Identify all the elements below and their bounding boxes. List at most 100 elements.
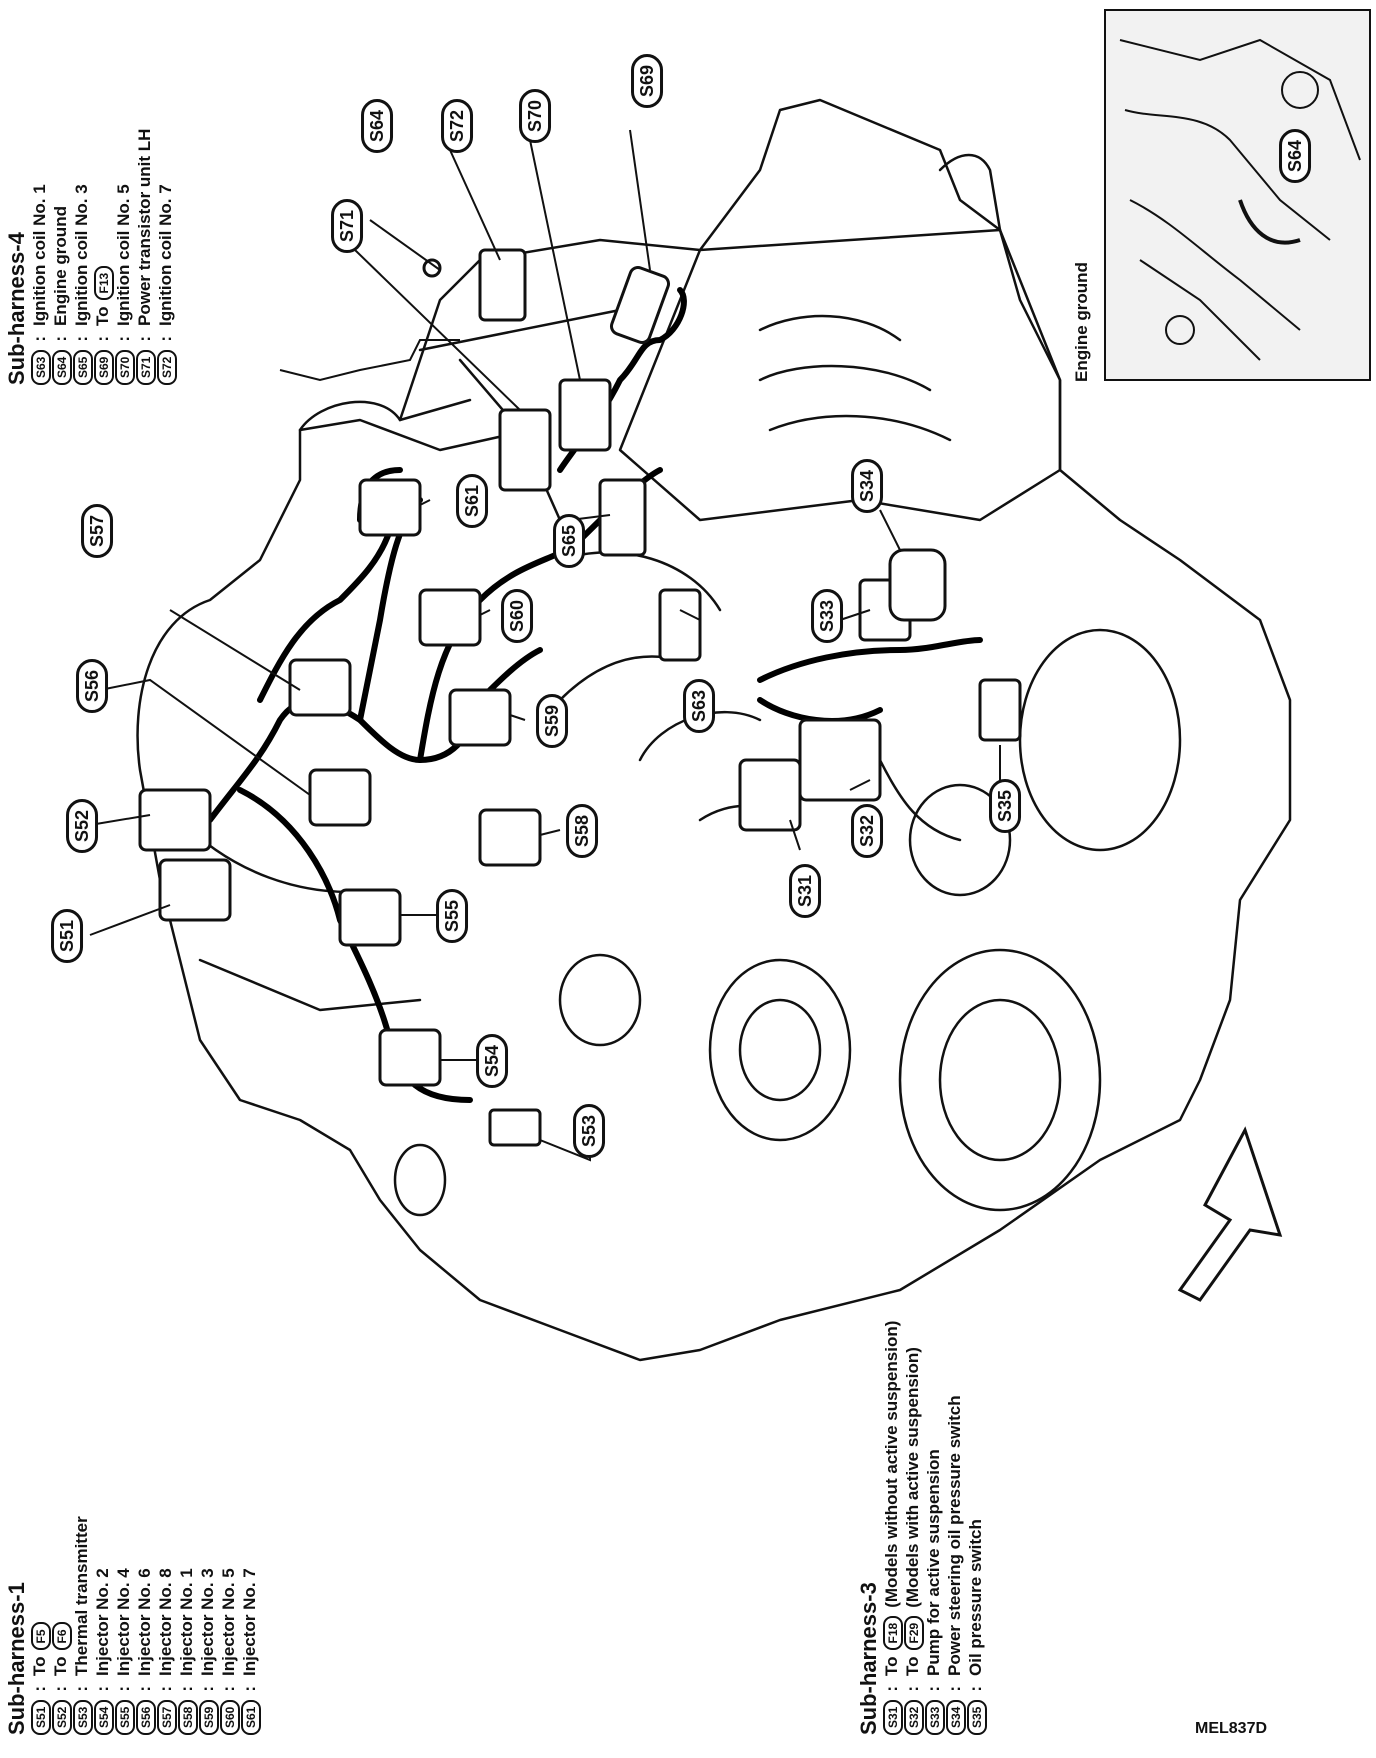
legend-code: S71 (136, 349, 156, 385)
callout-s52: S52 (66, 798, 99, 854)
callout-s53: S53 (573, 1103, 606, 1159)
legend-colon: : (156, 1685, 175, 1692)
connector-s65 (598, 478, 647, 557)
callout-s65: S65 (553, 513, 586, 569)
legend-row: S59:Injector No. 3 (198, 1516, 219, 1735)
legend-code: S65 (73, 349, 93, 385)
legend-code: S31 (883, 1699, 903, 1735)
connector-s69 (609, 266, 671, 344)
callout-s31: S31 (789, 863, 822, 919)
connector-s59 (448, 688, 512, 747)
legend-row: S72:Ignition coil No. 7 (156, 129, 177, 385)
connector-s52 (138, 788, 212, 852)
legend-desc: Engine ground (51, 206, 70, 326)
callout-s33: S33 (811, 588, 844, 644)
connector-s55 (338, 888, 402, 947)
harness-3-trunk (757, 637, 983, 683)
legend-code: S32 (904, 1699, 924, 1735)
legend-ref-code: F5 (31, 1622, 51, 1651)
legend-ref-code: F29 (904, 1615, 924, 1651)
legend-code: S60 (220, 1699, 240, 1735)
legend-colon: : (51, 335, 70, 342)
legend-row: S54:Injector No. 2 (93, 1516, 114, 1735)
legend-code: S69 (94, 349, 114, 385)
legend-colon: : (135, 335, 154, 342)
legend-row: S34: Power steering oil pressure switch (945, 1321, 966, 1735)
legend-row: S35:Oil pressure switch (966, 1321, 987, 1735)
connector-s71 (498, 408, 552, 492)
legend-desc: Injector No. 8 (156, 1568, 175, 1676)
legend-row: S32:ToF29(Models with active suspension) (903, 1321, 924, 1735)
legend-desc: To (93, 306, 112, 326)
legend-colon: : (924, 1685, 943, 1692)
legend-code: S56 (136, 1699, 156, 1735)
legend-desc: Injector No. 6 (135, 1568, 154, 1676)
legend-colon: : (945, 1685, 964, 1692)
connector-s63 (658, 588, 702, 662)
inset-label: Engine ground (1072, 262, 1091, 382)
callout-s69: S69 (631, 53, 664, 109)
legend-row: S51:ToF5 (30, 1516, 51, 1735)
legend-row: S58:Injector No. 1 (177, 1516, 198, 1735)
legend-desc: Thermal transmitter (72, 1516, 91, 1676)
legend-code: S34 (946, 1699, 966, 1735)
connector-s61 (358, 478, 422, 537)
legend-desc: Injector No. 4 (114, 1568, 133, 1676)
connector-s58 (478, 808, 542, 867)
legend-colon: : (51, 1685, 70, 1692)
legend-desc: Oil pressure switch (966, 1519, 985, 1676)
legend-code: S64 (52, 349, 72, 385)
legend-colon: : (114, 335, 133, 342)
legend-desc: To (30, 1656, 49, 1676)
legend-title: Sub-harness-1 (4, 1582, 29, 1735)
legend-row: S33:Pump for active suspension (924, 1321, 945, 1735)
legend-row: S31:ToF18(Models without active suspensi… (882, 1321, 903, 1735)
callout-s55: S55 (436, 888, 469, 944)
legend-desc: Power steering oil pressure switch (945, 1395, 964, 1676)
connector-s53 (488, 1108, 542, 1147)
callout-s51: S51 (51, 908, 84, 964)
inset-photo (1104, 9, 1371, 381)
connector-s56 (308, 768, 372, 827)
callout-s32: S32 (851, 803, 884, 859)
legend-code: S35 (967, 1699, 987, 1735)
legend-desc: (Models without active suspension) (882, 1320, 901, 1608)
legend-colon: : (240, 1685, 259, 1692)
legend-colon: : (156, 335, 175, 342)
connector-s60 (418, 588, 482, 647)
callout-s54: S54 (476, 1033, 509, 1089)
connector-s31 (738, 758, 802, 832)
callout-s35: S35 (989, 778, 1022, 834)
legend-code: S52 (52, 1699, 72, 1735)
legend-desc: (Models with active suspension) (903, 1347, 922, 1608)
legend-colon: : (198, 1685, 217, 1692)
legend-code: S53 (73, 1699, 93, 1735)
legend-ref-code: F13 (94, 265, 114, 301)
legend-title: Sub-harness-4 (4, 232, 29, 385)
callout-s61: S61 (456, 473, 489, 529)
figure-id: MEL837D (1195, 1720, 1268, 1737)
legend-row: S52:ToF6 (51, 1516, 72, 1735)
engine-outline (136, 98, 1292, 1362)
legend-code: S72 (157, 349, 177, 385)
legend-ref-code: F6 (52, 1622, 72, 1651)
connector-s72 (478, 248, 527, 322)
legend-colon: : (135, 1685, 154, 1692)
legend-code: S70 (115, 349, 135, 385)
harness-1-trunk (207, 697, 483, 823)
legend-desc: Ignition coil No. 1 (30, 184, 49, 326)
legend-code: S58 (178, 1699, 198, 1735)
legend-row: S71:Power transistor unit LH (135, 129, 156, 385)
legend-row: S60:Injector No. 5 (219, 1516, 240, 1735)
callout-s70: S70 (519, 88, 552, 144)
legend-colon: : (30, 335, 49, 342)
legend-colon: : (93, 335, 112, 342)
plenum (618, 228, 1062, 522)
connector-s35 (978, 678, 1022, 742)
inset-callout-s64: S64 (1279, 128, 1312, 184)
legend-colon: : (72, 335, 91, 342)
legend-row: S61:Injector No. 7 (240, 1516, 261, 1735)
